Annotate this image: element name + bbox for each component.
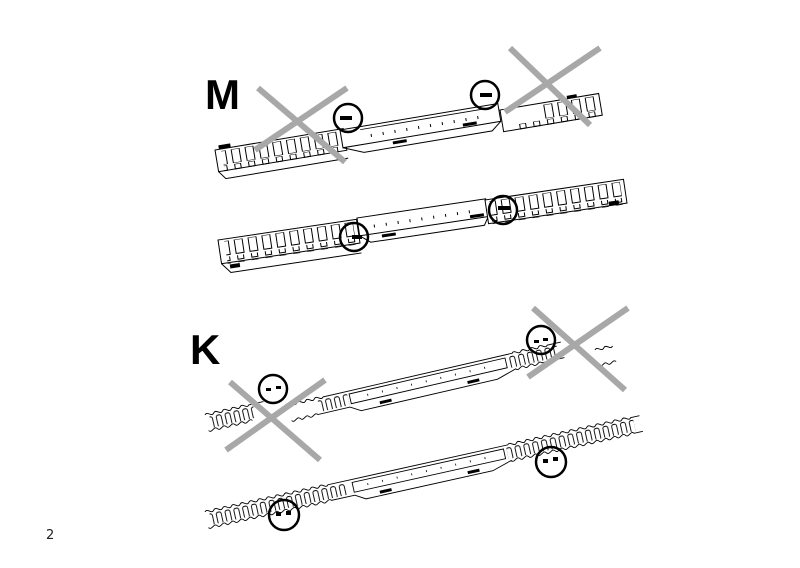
k-correct-example	[204, 415, 644, 532]
m-wrong-example	[214, 45, 603, 180]
page-number: 2	[46, 528, 55, 543]
highlight-circle	[525, 324, 557, 356]
highlight-circle	[469, 79, 501, 111]
highlight-circle	[257, 373, 289, 405]
highlight-circle	[338, 221, 370, 253]
highlight-circle	[534, 445, 568, 479]
k-wrong-example	[204, 305, 630, 463]
cross-icon	[526, 305, 630, 393]
m-correct-example	[217, 178, 628, 273]
section-label-k: K	[190, 326, 221, 373]
highlight-circle	[332, 102, 364, 134]
cross-icon	[224, 377, 327, 463]
cross-icon	[253, 85, 349, 165]
highlight-circle	[267, 498, 301, 532]
cross-icon	[503, 45, 602, 128]
highlight-circle	[487, 194, 519, 226]
section-label-m: M	[205, 71, 240, 118]
